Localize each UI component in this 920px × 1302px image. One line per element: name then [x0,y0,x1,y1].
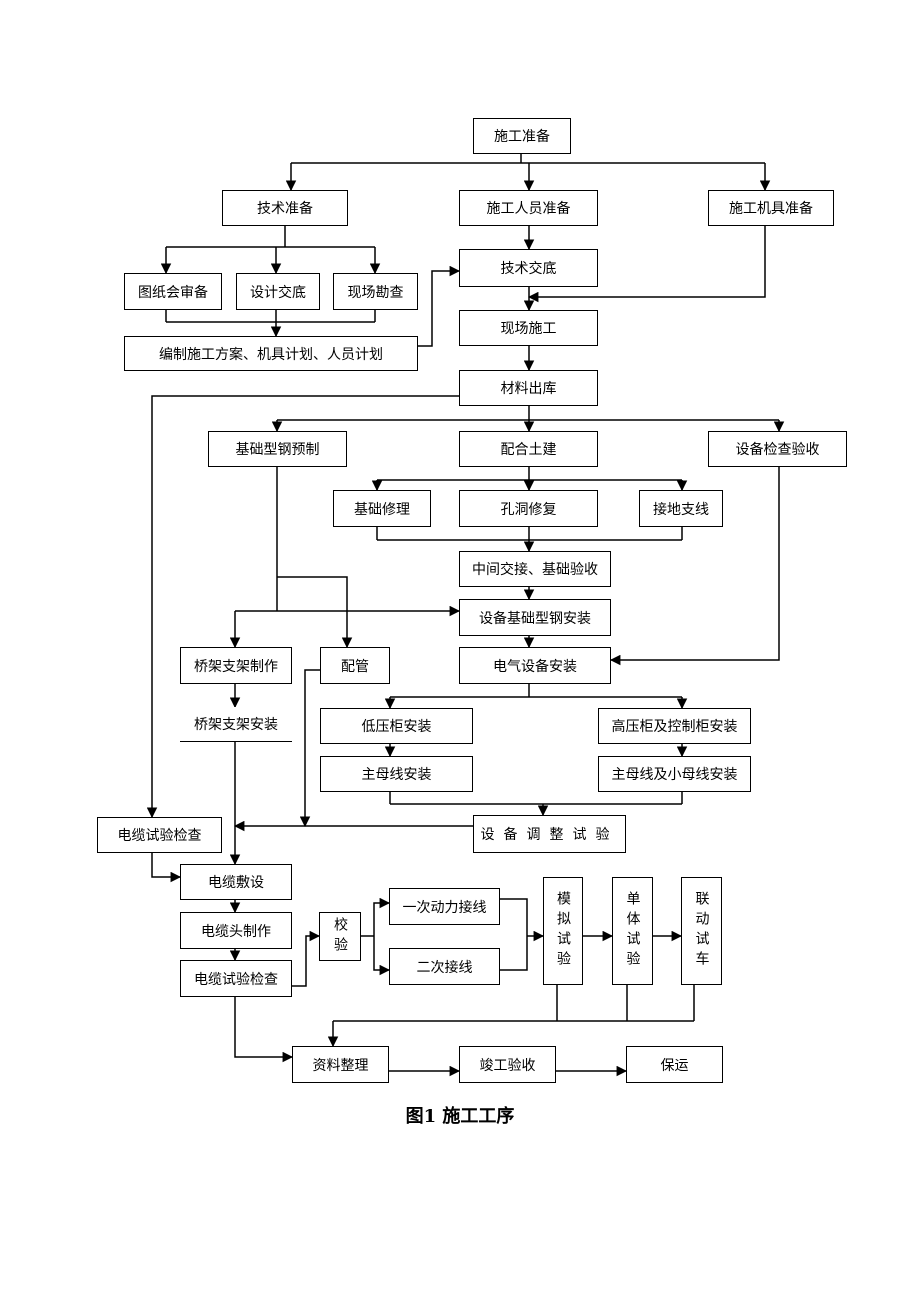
node-drawing-review: 图纸会审备 [124,273,222,310]
node-primary-wiring: 一次动力接线 [389,888,500,925]
node-equip-check: 设备检查验收 [708,431,847,467]
figure-caption: 图1 施工工序 [405,1106,515,1127]
node-steel-install: 设备基础型钢安装 [459,599,611,636]
node-mid-handover: 中间交接、基础验收 [459,551,611,587]
node-cable-test-check-1: 电缆试验检查 [97,817,222,853]
node-equip-adjust: 设备调整试验 [473,815,626,853]
node-docs: 资料整理 [292,1046,389,1083]
node-bracket-install: 桥架支架安装 [180,707,292,742]
node-elec-install: 电气设备安装 [459,647,611,684]
node-conduit: 配管 [320,647,390,684]
node-completion: 竣工验收 [459,1046,556,1083]
node-secondary-wiring: 二次接线 [389,948,500,985]
node-cable-test-check-2: 电缆试验检查 [180,960,292,997]
node-civil-coop: 配合土建 [459,431,598,467]
node-material-out: 材料出库 [459,370,598,406]
node-staff-prep: 施工人员准备 [459,190,598,226]
node-base-repair: 基础修理 [333,490,431,527]
node-prep: 施工准备 [473,118,571,154]
node-steel-prefab: 基础型钢预制 [208,431,347,467]
node-design-brief: 设计交底 [236,273,320,310]
node-joint-run: 联动试车 [681,877,722,985]
node-tech-brief: 技术交底 [459,249,598,287]
node-lv-cabinet: 低压柜安装 [320,708,473,744]
node-hv-cabinet: 高压柜及控制柜安装 [598,708,751,744]
node-warranty: 保运 [626,1046,723,1083]
node-bracket-make: 桥架支架制作 [180,647,292,684]
node-tool-prep: 施工机具准备 [708,190,834,226]
node-main-bus: 主母线安装 [320,756,473,792]
node-ground-line: 接地支线 [639,490,723,527]
node-sim-test: 模拟试验 [543,877,583,985]
node-unit-test: 单体试验 [612,877,653,985]
node-hole-repair: 孔洞修复 [459,490,598,527]
node-main-small-bus: 主母线及小母线安装 [598,756,751,792]
node-cable-lay: 电缆敷设 [180,864,292,900]
node-calibrate: 校验 [319,912,361,961]
node-site-survey: 现场勘查 [333,273,418,310]
node-site-work: 现场施工 [459,310,598,346]
node-cable-head: 电缆头制作 [180,912,292,949]
node-tech-prep: 技术准备 [222,190,348,226]
node-plan: 编制施工方案、机具计划、人员计划 [124,336,418,371]
